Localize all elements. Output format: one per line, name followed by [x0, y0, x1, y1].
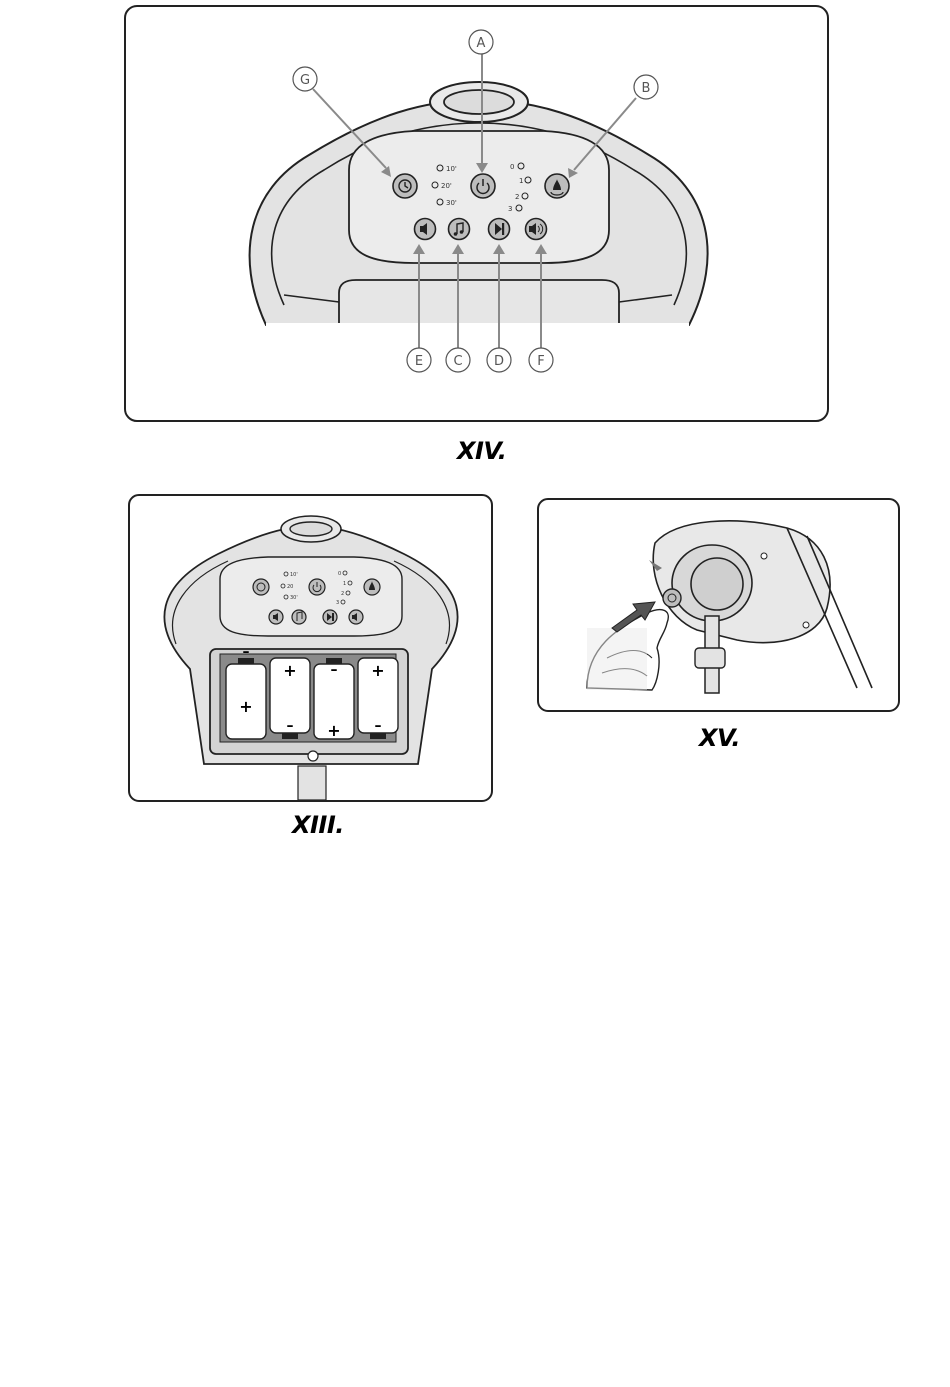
svg-text:D: D	[494, 354, 504, 369]
svg-text:B: B	[642, 81, 651, 96]
battery-2-bottom-sign: –	[287, 718, 294, 734]
speed-level-3: 3	[336, 600, 339, 606]
callout-b: B	[634, 75, 658, 99]
battery-3-top-sign: –	[331, 662, 338, 678]
callout-f: F	[529, 348, 553, 372]
svg-text:C: C	[453, 354, 462, 369]
music-button[interactable]	[292, 610, 306, 624]
speed-level-0: 0	[338, 571, 341, 577]
battery-2: + –	[270, 658, 310, 739]
caption-xiii: XIII.	[292, 811, 344, 839]
volume-down-button[interactable]	[269, 610, 283, 624]
callout-d: D	[487, 348, 511, 372]
svg-text:A: A	[477, 36, 486, 51]
volume-up-button[interactable]	[526, 219, 547, 240]
callout-g: G	[293, 67, 317, 91]
power-button[interactable]	[471, 174, 495, 198]
adjustment-knob	[663, 589, 681, 607]
power-button[interactable]	[309, 579, 325, 595]
figure-xiii: 10' 20 30' 0 1 2 3 – + + –	[128, 494, 494, 803]
volume-up-button[interactable]	[349, 610, 363, 624]
battery-4-top-sign: +	[371, 661, 384, 680]
battery-4-bottom-sign: –	[375, 718, 382, 734]
speed-level-1: 1	[519, 177, 523, 185]
battery-4: + –	[358, 658, 398, 739]
battery-3-bottom-sign: +	[327, 721, 340, 740]
battery-1-top-sign: –	[243, 644, 250, 660]
svg-text:E: E	[415, 354, 423, 369]
timer-option-20: 20'	[441, 182, 452, 190]
battery-2-top-sign: +	[283, 661, 296, 680]
volume-down-button[interactable]	[415, 219, 436, 240]
stand-pole	[298, 766, 326, 800]
caption-xiv: XIV.	[457, 437, 506, 465]
timer-option-10: 10'	[290, 572, 298, 578]
speed-level-3: 3	[508, 205, 512, 213]
callout-c: C	[446, 348, 470, 372]
speed-level-2: 2	[515, 193, 519, 201]
timer-button[interactable]	[393, 174, 417, 198]
caption-xv: XV.	[699, 724, 740, 752]
next-track-button[interactable]	[489, 219, 510, 240]
speed-level-2: 2	[341, 591, 344, 597]
timer-option-30: 30'	[446, 199, 457, 207]
callout-e: E	[407, 348, 431, 372]
music-button[interactable]	[449, 219, 470, 240]
figure-xv	[537, 498, 901, 713]
speed-button[interactable]	[545, 174, 569, 198]
figure-xiv: 10' 20' 30' 0 1 2 3	[124, 5, 830, 423]
callout-a: A	[469, 30, 493, 54]
next-track-button[interactable]	[323, 610, 337, 624]
compartment-screw	[308, 751, 318, 761]
timer-option-30: 30'	[290, 595, 298, 601]
timer-option-20: 20	[287, 584, 293, 590]
timer-option-10: 10'	[446, 165, 457, 173]
speed-level-1: 1	[343, 581, 346, 587]
battery-1-bottom-sign: +	[239, 697, 252, 716]
battery-3: – +	[314, 658, 354, 740]
svg-text:F: F	[537, 354, 544, 369]
speed-button[interactable]	[364, 579, 380, 595]
control-panel	[220, 557, 402, 636]
speed-level-0: 0	[510, 163, 514, 171]
svg-text:G: G	[300, 73, 310, 88]
timer-button[interactable]	[253, 579, 269, 595]
